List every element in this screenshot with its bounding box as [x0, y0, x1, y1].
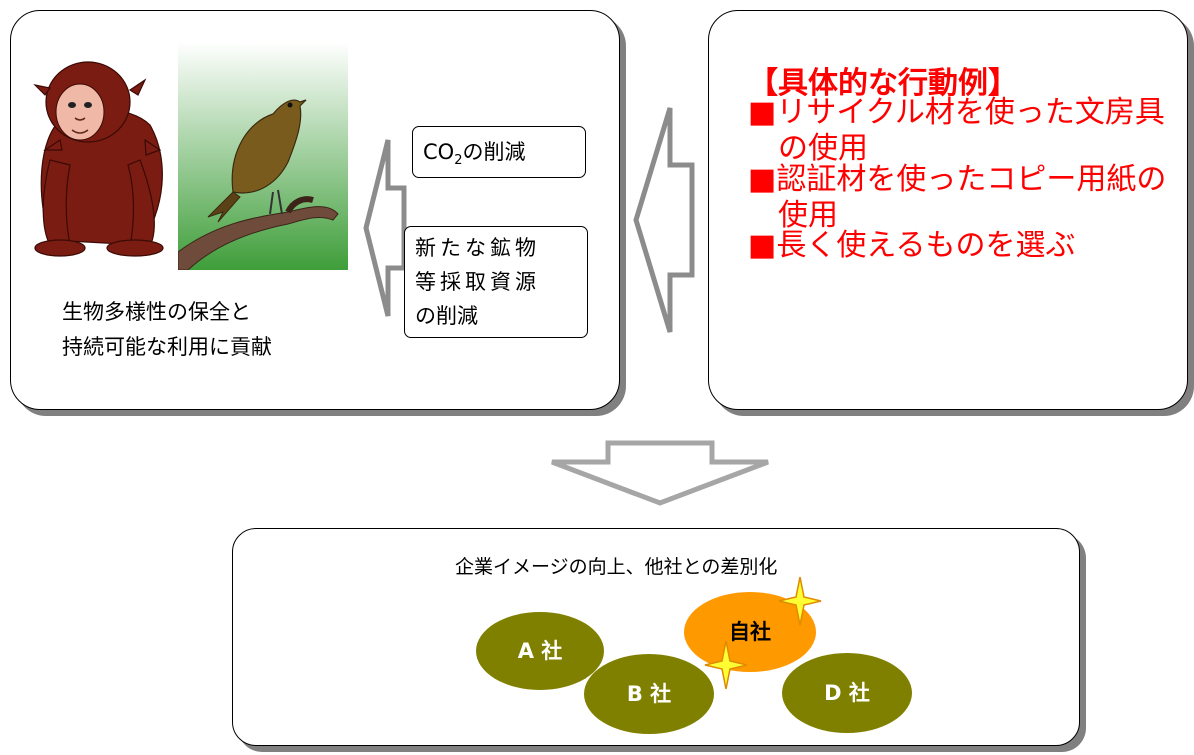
action-item-2-line-2: 使用 — [778, 198, 838, 233]
sparkle-icon — [704, 640, 748, 690]
co2-reduction-box: CO2の削減 — [412, 126, 586, 178]
biodiversity-caption-line-2: 持続可能な利用に貢献 — [62, 335, 272, 359]
co2-subscript: 2 — [454, 153, 463, 169]
action-examples-title: 【具体的な行動例】 — [748, 66, 1018, 101]
corporate-image-title: 企業イメージの向上、他社との差別化 — [455, 556, 778, 578]
left-arrow-1 — [363, 139, 407, 317]
minerals-line-2: 等採取資源 — [415, 270, 540, 294]
action-examples-panel — [708, 10, 1188, 410]
action-item-2: ■認証材を使ったコピー用紙の 使用 — [748, 162, 1166, 234]
company-a-ellipse: A 社 — [476, 612, 604, 690]
monkey-illustration — [33, 61, 164, 257]
co2-suffix: の削減 — [462, 140, 526, 164]
company-d-label: D 社 — [824, 681, 870, 705]
action-item-1-line-2: の使用 — [778, 131, 868, 166]
bird-illustration — [178, 42, 348, 270]
biodiversity-caption-line-1: 生物多様性の保全と — [62, 300, 251, 324]
action-item-3: ■長く使えるものを選ぶ — [748, 228, 1075, 264]
left-arrow-2 — [633, 107, 695, 333]
square-bullet-icon: ■ — [748, 228, 777, 263]
own-company-ellipse: 自社 — [684, 592, 816, 672]
minerals-reduction-box: 新たな鉱物 等採取資源 の削減 — [404, 226, 588, 338]
square-bullet-icon: ■ — [748, 162, 777, 197]
company-a-label: A 社 — [517, 639, 563, 663]
sparkle-icon — [778, 576, 822, 626]
minerals-line-1: 新たな鉱物 — [415, 236, 540, 260]
own-company-label: 自社 — [729, 620, 771, 644]
company-b-label: B 社 — [626, 682, 672, 706]
minerals-line-3: の削減 — [415, 304, 478, 328]
down-arrow — [551, 440, 769, 506]
company-b-ellipse: B 社 — [584, 654, 714, 734]
action-item-2-line-1: 認証材を使ったコピー用紙の — [776, 162, 1167, 197]
company-d-ellipse: D 社 — [782, 653, 912, 733]
action-item-1: ■リサイクル材を使った文房具 の使用 — [748, 95, 1165, 167]
action-item-3-line-1: 長く使えるものを選ぶ — [776, 228, 1076, 263]
action-item-1-line-1: リサイクル材を使った文房具 — [776, 95, 1165, 130]
co2-prefix: CO — [423, 140, 455, 164]
square-bullet-icon: ■ — [748, 95, 777, 130]
